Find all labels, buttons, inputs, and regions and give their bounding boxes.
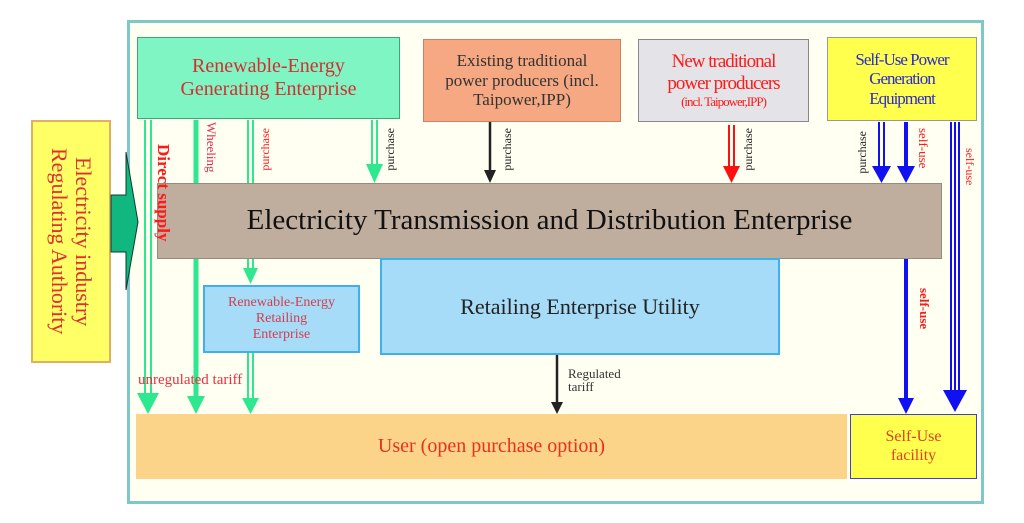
renewable-retail-line3: Enterprise [252, 327, 311, 343]
user-label: User (open purchase option) [377, 435, 606, 457]
existing-line3: Taipower,IPP) [473, 90, 571, 110]
self-gen-line1: Self-Use Power [855, 49, 949, 69]
purchase-renewable-retail-arrow [242, 120, 259, 414]
self-use-grid-label: self-use [916, 128, 931, 169]
new-traditional-line2: power producers [667, 73, 780, 95]
renewable-retailing-enterprise-box: Renewable-Energy Retailing Enterprise [203, 285, 360, 353]
purchase-self-gen-arrow [872, 122, 891, 183]
self-use-grid-arrow [897, 122, 915, 183]
self-use-facility-line2: facility [890, 446, 937, 464]
purchase-renewable-grid-label: purchase [383, 128, 397, 171]
direct-supply-label: Direct supply [154, 144, 173, 242]
purchase-renewable-retail-label: purchase [258, 128, 272, 171]
self-use-to-facility-label: self-use [917, 288, 932, 330]
purchase-existing-arrow [484, 122, 496, 183]
regulating-authority-box: Electricity industry Regulating Authorit… [31, 120, 111, 363]
wheeling-label: Wheeling [204, 122, 219, 173]
purchase-new-arrow [723, 125, 740, 183]
self-use-direct-arrow [943, 122, 967, 412]
purchase-self-gen-label: purchase [855, 131, 869, 174]
retailing-utility-label: Retailing Enterprise Utility [460, 293, 700, 319]
self-use-to-facility-arrow [898, 259, 914, 414]
new-traditional-producers-box: New traditional power producers (incl. T… [638, 39, 809, 122]
regulated-tariff-line1: Regulated [568, 366, 621, 381]
existing-line1: Existing traditional [456, 51, 588, 71]
purchase-renewable-grid-arrow [366, 120, 383, 183]
self-use-direct-label: self-use [963, 148, 977, 186]
wheeling-arrow [187, 120, 205, 414]
regulating-authority-line2: Regulating Authority [47, 148, 72, 335]
unregulated-tariff-label: unregulated tariff [138, 372, 243, 388]
renewable-generating-line1: Renewable-Energy [192, 55, 345, 77]
purchase-existing-label: purchase [500, 128, 514, 171]
direct-supply-arrow [137, 120, 159, 414]
user-box: User (open purchase option) [136, 414, 847, 479]
retailing-enterprise-utility-box: Retailing Enterprise Utility [380, 258, 780, 355]
self-gen-line3: Equipment [869, 88, 936, 108]
renewable-generating-line2: Generating Enterprise [180, 78, 357, 100]
regulating-authority-line1: Electricity industry [71, 156, 97, 327]
self-use-generation-equipment-box: Self-Use Power Generation Equipment [827, 37, 977, 121]
transmission-label: Electricity Transmission and Distributio… [246, 204, 853, 237]
self-gen-line2: Generation [869, 69, 936, 89]
regulator-arrow-icon [110, 151, 139, 291]
transmission-distribution-enterprise-box: Electricity Transmission and Distributio… [157, 183, 942, 259]
new-traditional-line1: New traditional [671, 51, 777, 73]
purchase-new-label: purchase [741, 128, 755, 171]
renewable-retail-line2: Retailing [255, 310, 308, 326]
existing-line2: power producers (incl. [445, 70, 599, 90]
self-use-facility-line1: Self-Use [885, 428, 942, 446]
regulated-tariff-arrow [551, 355, 563, 414]
self-use-facility-box: Self-Use facility [850, 414, 977, 479]
renewable-retail-line1: Renewable-Energy [227, 294, 336, 310]
existing-traditional-producers-box: Existing traditional power producers (in… [423, 39, 621, 122]
regulated-tariff-label: Regulated tariff [568, 367, 621, 393]
renewable-generating-enterprise-box: Renewable-Energy Generating Enterprise [137, 37, 400, 119]
new-traditional-line3: (incl. Taipower,IPP) [681, 93, 767, 109]
regulated-tariff-line2: tariff [568, 379, 594, 394]
